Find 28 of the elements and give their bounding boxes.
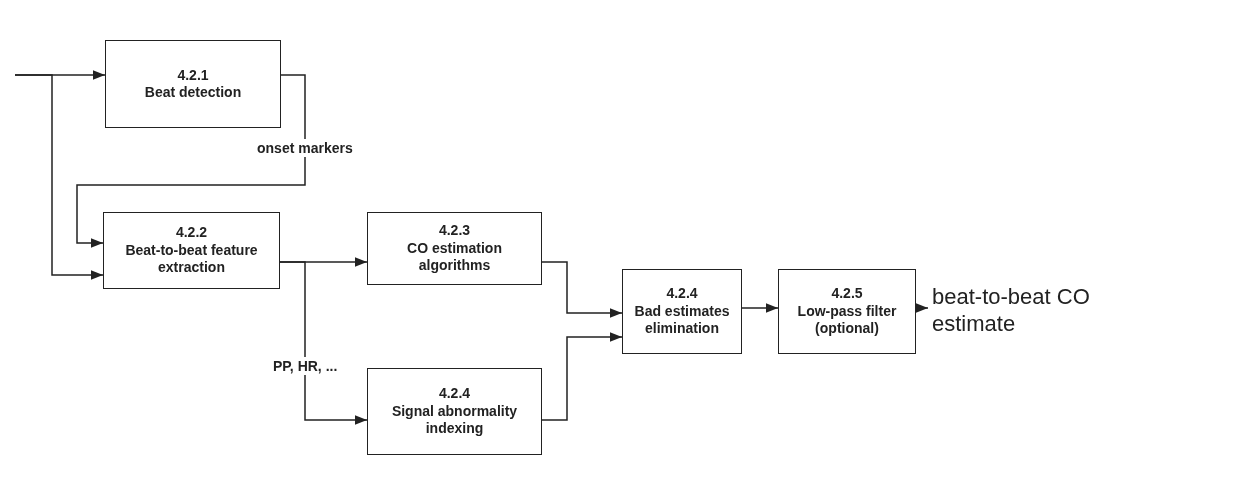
process-box (105, 40, 281, 128)
process-box (367, 368, 542, 455)
edge-label: PP, HR, ... (271, 357, 340, 375)
section-number: 4.2.4 (666, 285, 698, 303)
arrow (915, 303, 929, 313)
box-title: Beat detection (144, 84, 242, 102)
box-title: Bad estimates elimination (633, 302, 731, 338)
process-box (622, 269, 742, 354)
box-title: Low-pass filter (optional) (796, 302, 898, 338)
section-number: 4.2.3 (438, 222, 471, 240)
section-number: 4.2.2 (175, 224, 208, 242)
process-box (103, 212, 280, 289)
box-title: Beat-to-beat feature extraction (124, 241, 259, 277)
arrow (541, 261, 623, 318)
edge-label: onset markers (255, 139, 355, 157)
process-box (367, 212, 542, 285)
output-label: beat-to-beat CO estimate (932, 282, 1091, 338)
box-title: CO estimation algorithms (406, 239, 503, 275)
arrow (14, 74, 104, 280)
section-number: 4.2.5 (831, 285, 863, 303)
arrow (741, 303, 779, 313)
section-number: 4.2.1 (177, 66, 209, 84)
process-box (778, 269, 916, 354)
arrow (541, 332, 623, 421)
box-title: Signal abnormality indexing (390, 402, 519, 438)
arrow (279, 261, 368, 425)
section-number: 4.2.4 (438, 385, 471, 403)
arrow (76, 74, 306, 248)
